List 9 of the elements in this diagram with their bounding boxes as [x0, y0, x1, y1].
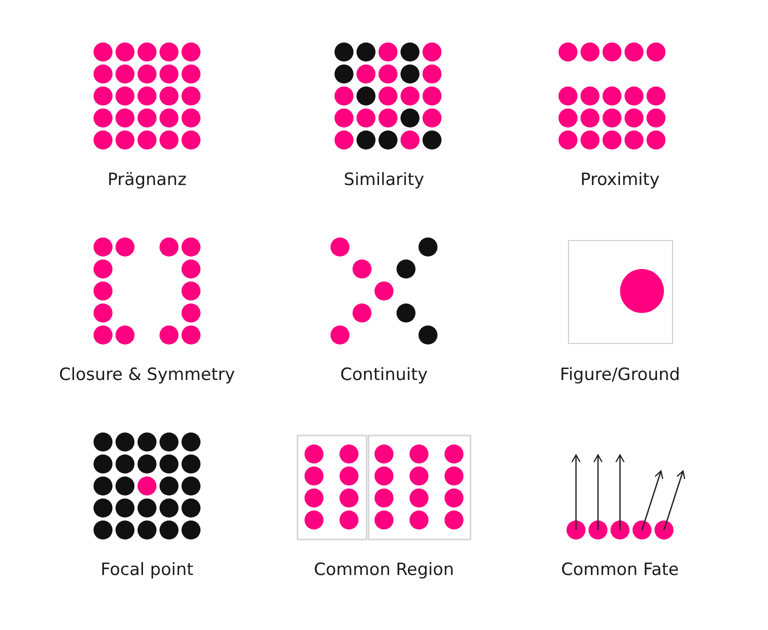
principle-label: Figure/Ground	[558, 365, 682, 385]
principle-label: Common Region	[312, 560, 456, 580]
principle-label: Continuity	[339, 365, 429, 385]
principle-label: Similarity	[342, 170, 426, 190]
principle-label: Closure & Symmetry	[58, 365, 236, 385]
principle-label: Proximity	[579, 170, 661, 190]
principle-label: Common Fate	[560, 560, 680, 580]
principle-label: Focal point	[100, 560, 194, 580]
principle-label: Prägnanz	[106, 170, 188, 190]
